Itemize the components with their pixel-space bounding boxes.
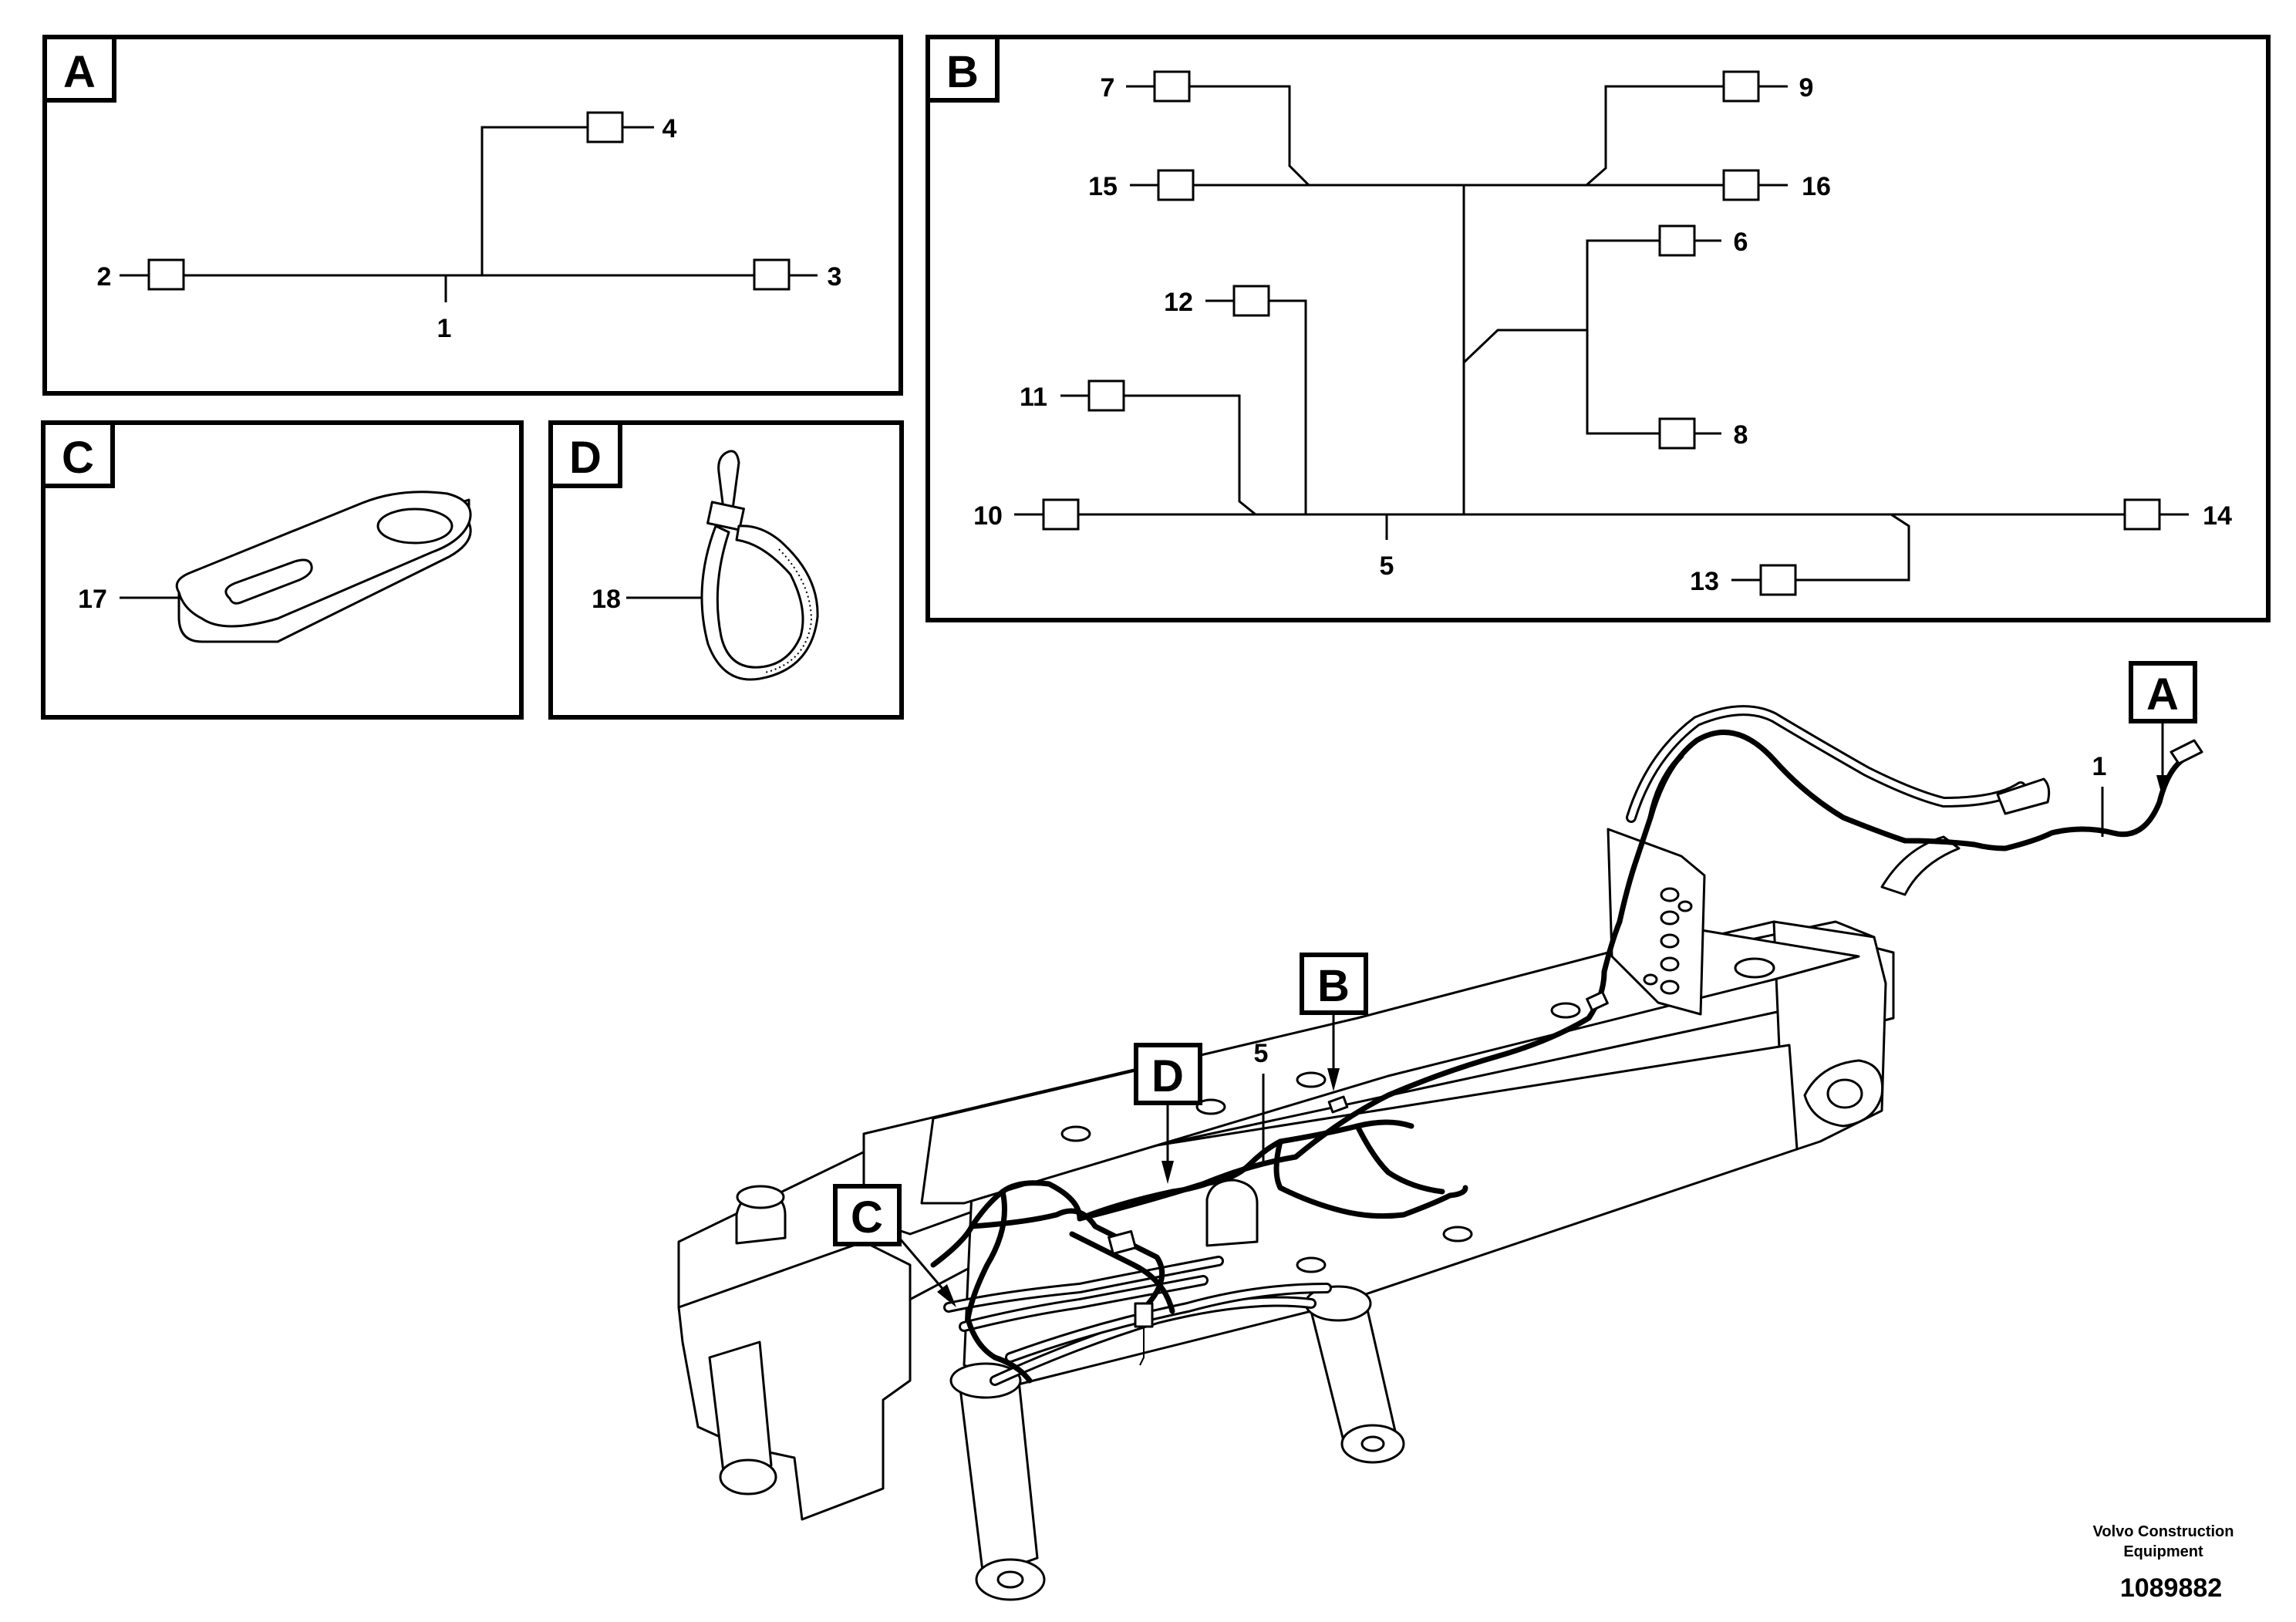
callout-7: 7 — [1101, 73, 1115, 103]
connector-2 — [147, 258, 185, 291]
callout-4: 4 — [663, 114, 677, 143]
callout-3: 3 — [828, 262, 842, 292]
callout-10: 10 — [973, 501, 1003, 531]
connector-16 — [1722, 169, 1760, 201]
company-line-1: Volvo Construction — [2093, 1523, 2234, 1540]
cable-tie-18 — [700, 450, 819, 681]
connector-4 — [586, 111, 624, 143]
callout-2: 2 — [97, 262, 112, 292]
wire-harness — [930, 729, 2203, 1384]
hydraulic-lines — [943, 705, 2051, 1386]
callout-16: 16 — [1802, 172, 1831, 201]
connector-8 — [1658, 417, 1696, 450]
callout-13: 13 — [1690, 567, 1719, 596]
svg-text:C: C — [851, 1192, 883, 1243]
callout-14: 14 — [2203, 501, 2232, 531]
connector-13 — [1759, 564, 1797, 596]
connector-3 — [753, 258, 791, 291]
callout-11: 11 — [1020, 383, 1047, 412]
connector-7 — [1153, 70, 1191, 103]
callout-1: 1 — [437, 314, 452, 343]
svg-text:D: D — [1151, 1051, 1184, 1101]
panel-d: D 18 — [548, 420, 904, 720]
connector-9 — [1722, 70, 1760, 103]
callout-5: 5 — [1380, 551, 1394, 581]
connector-10 — [1042, 498, 1080, 531]
callout-18: 18 — [592, 585, 621, 614]
svg-text:A: A — [2146, 669, 2179, 720]
panel-d-tag: D — [569, 433, 602, 483]
svg-text:B: B — [1317, 961, 1350, 1011]
footer: Volvo Construction Equipment 1089882 — [2093, 1523, 2234, 1603]
panel-a-tag: A — [63, 47, 96, 97]
connector-12 — [1232, 285, 1270, 317]
connector-6 — [1658, 224, 1696, 257]
connector-15 — [1157, 169, 1195, 201]
callout-6: 6 — [1734, 228, 1748, 257]
main-tag-a: A — [2129, 661, 2197, 798]
company-line-2: Equipment — [2123, 1543, 2203, 1560]
main-tag-d: D — [1134, 1043, 1202, 1184]
main-tag-b: B — [1300, 953, 1368, 1091]
document-number: 1089882 — [2120, 1573, 2222, 1603]
plate-17 — [175, 491, 472, 643]
panel-b-tag: B — [946, 47, 979, 97]
callout-15: 15 — [1088, 172, 1118, 201]
callout-12: 12 — [1164, 288, 1193, 317]
panel-c: C 17 — [41, 420, 524, 720]
connector-11 — [1087, 379, 1125, 412]
callout-9: 9 — [1799, 73, 1814, 103]
main-callout-5: 5 — [1254, 1039, 1269, 1068]
callout-8: 8 — [1734, 420, 1748, 450]
connector-14 — [2123, 498, 2161, 531]
panel-b: B — [925, 35, 2271, 622]
main-view: A 1 B 5 D C — [677, 661, 2203, 1601]
main-callout-1: 1 — [2092, 752, 2107, 781]
main-tag-c: C — [833, 1184, 956, 1307]
suspension-cylinders — [708, 1285, 1405, 1601]
panel-a: A 2 3 4 1 — [42, 35, 903, 396]
callout-17: 17 — [78, 585, 107, 614]
panel-c-tag: C — [62, 433, 94, 483]
